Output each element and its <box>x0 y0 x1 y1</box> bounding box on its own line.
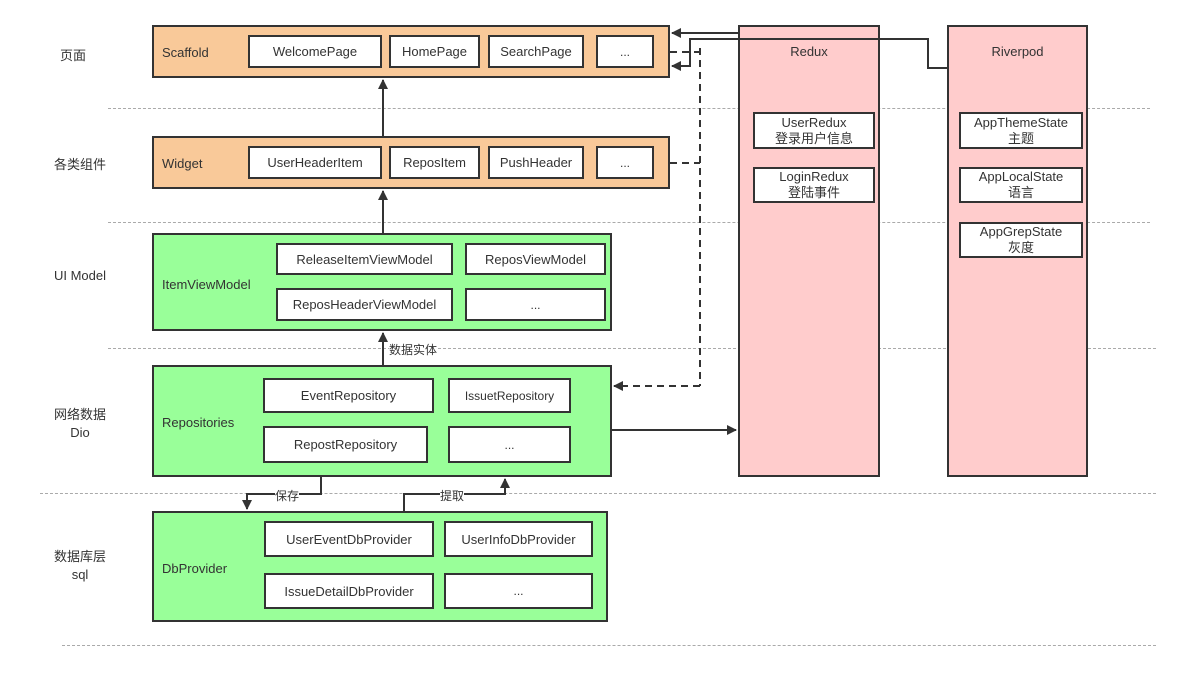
layer-label-database-text: 数据库层 <box>53 549 106 564</box>
layer-label-page: 页面 <box>40 47 106 65</box>
layer-label-network: 网络数据 Dio <box>40 406 120 442</box>
scaffold-title: Scaffold <box>162 45 209 60</box>
app-grep-state-box: AppGrepState 灰度 <box>959 222 1083 258</box>
user-info-db-provider-box: UserInfoDbProvider <box>444 521 593 557</box>
divider-4 <box>40 493 1156 494</box>
layer-label-widgets: 各类组件 <box>40 156 120 174</box>
riverpod-title: Riverpod <box>991 44 1044 59</box>
user-redux-name: UserRedux <box>781 114 847 130</box>
widget-more-box: ... <box>596 146 654 179</box>
user-redux-box: UserRedux 登录用户信息 <box>753 112 875 149</box>
layer-label-database-sub: sql <box>71 567 89 582</box>
arrow-riverpod-to-scaffold <box>671 38 947 71</box>
search-page-box: SearchPage <box>488 35 584 68</box>
app-grep-state-name: AppGrepState <box>979 224 1063 239</box>
welcome-page-box: WelcomePage <box>248 35 382 68</box>
app-theme-state-name: AppThemeState <box>974 114 1068 130</box>
app-theme-state-desc: 主题 <box>1007 130 1034 146</box>
login-redux-name: LoginRedux <box>779 169 849 184</box>
login-redux-desc: 登陆事件 <box>787 185 840 200</box>
app-theme-state-box: AppThemeState 主题 <box>959 112 1083 149</box>
app-local-state-name: AppLocalState <box>978 169 1064 184</box>
layer-label-network-sub: Dio <box>70 425 90 440</box>
divider-1 <box>108 108 1150 109</box>
repost-repository-box: RepostRepository <box>263 426 428 463</box>
app-local-state-desc: 语言 <box>1007 185 1034 200</box>
layer-label-widgets-text: 各类组件 <box>53 157 106 172</box>
repos-item-box: ReposItem <box>389 146 480 179</box>
divider-5 <box>62 645 1156 646</box>
item-view-model-title: ItemViewModel <box>162 277 251 292</box>
user-event-db-provider-box: UserEventDbProvider <box>264 521 434 557</box>
repositories-title: Repositories <box>162 415 235 430</box>
db-provider-more-box: ... <box>444 573 593 609</box>
event-repository-box: EventRepository <box>263 378 434 413</box>
app-grep-state-desc: 灰度 <box>1007 240 1034 255</box>
user-redux-desc: 登录用户信息 <box>774 130 853 146</box>
user-header-item-box: UserHeaderItem <box>248 146 382 179</box>
issue-detail-db-provider-box: IssueDetailDbProvider <box>264 573 434 609</box>
issuet-repository-box: IssuetRepository <box>448 378 571 413</box>
edge-label-data-entity: 数据实体 <box>389 341 438 358</box>
layer-label-database: 数据库层 sql <box>40 548 120 584</box>
edge-label-fetch: 提取 <box>440 487 465 504</box>
push-header-box: PushHeader <box>488 146 584 179</box>
divider-2 <box>108 222 1150 223</box>
scaffold-more-box: ... <box>596 35 654 68</box>
widget-title: Widget <box>162 156 203 171</box>
redux-title: Redux <box>790 44 828 59</box>
login-redux-box: LoginRedux 登陆事件 <box>753 167 875 203</box>
layer-label-ui-model: UI Model <box>40 267 120 285</box>
db-provider-title: DbProvider <box>162 561 228 576</box>
redux-panel: Redux <box>738 25 880 477</box>
repos-header-view-model-box: ReposHeaderViewModel <box>276 288 453 321</box>
layer-label-ui-model-text: UI Model <box>53 268 107 283</box>
app-local-state-box: AppLocalState 语言 <box>959 167 1083 203</box>
repositories-more-box: ... <box>448 426 571 463</box>
layer-label-network-text: 网络数据 <box>53 407 106 422</box>
release-item-view-model-box: ReleaseItemViewModel <box>276 243 453 275</box>
home-page-box: HomePage <box>389 35 480 68</box>
item-view-model-more-box: ... <box>465 288 606 321</box>
edge-label-save: 保存 <box>275 487 300 504</box>
repos-view-model-box: ReposViewModel <box>465 243 606 275</box>
layer-label-page-text: 页面 <box>59 48 86 63</box>
divider-3 <box>108 348 1156 349</box>
